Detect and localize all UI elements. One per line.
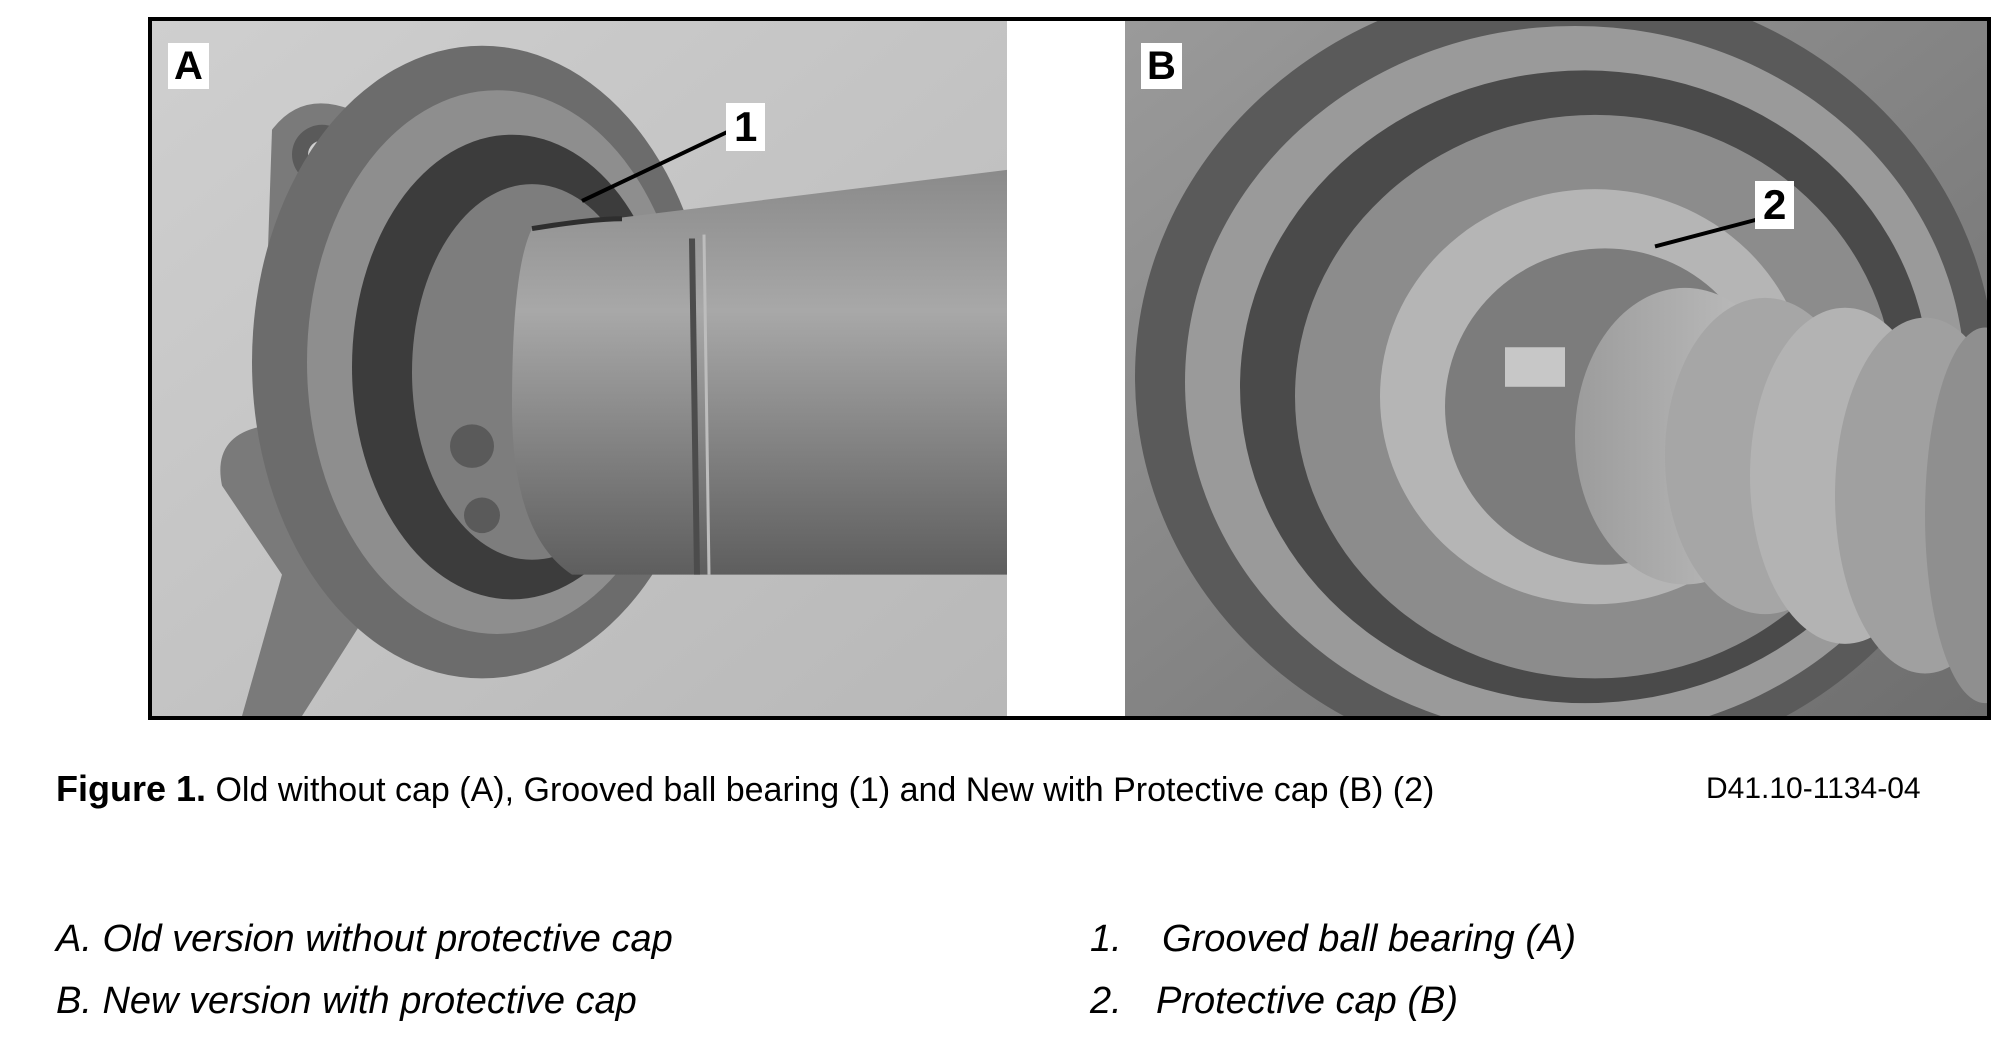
legend-item-1-number: 1.: [1090, 918, 1122, 960]
legend-item-b: B. New version with protective cap: [56, 980, 637, 1022]
callout-2: 2: [1755, 181, 1795, 229]
legend-item-2-text: Protective cap (B): [1156, 980, 1458, 1022]
driveshaft-bearing-photo-a: [152, 21, 1007, 716]
figure-caption-text: Old without cap (A), Grooved ball bearin…: [215, 771, 1435, 809]
panel-label-b: B: [1141, 43, 1182, 89]
legend-item-2-number: 2.: [1090, 980, 1122, 1022]
legend-item-a: A. Old version without protective cap: [56, 918, 673, 960]
photo-old-version-without-cap: A 1: [152, 21, 1007, 716]
driveshaft-bearing-photo-b: [1125, 21, 1987, 716]
legend-item-1-text: Grooved ball bearing (A): [1162, 918, 1576, 960]
figure-number: Figure 1.: [56, 768, 207, 809]
panel-label-a: A: [168, 43, 209, 89]
figure-frame: A 1: [148, 17, 1991, 720]
callout-1: 1: [726, 103, 766, 151]
figure-caption: Figure 1. Old without cap (A), Grooved b…: [56, 768, 1434, 810]
document-code: D41.10-1134-04: [1706, 772, 1921, 805]
photo-new-version-with-cap: B 2: [1125, 21, 1987, 716]
